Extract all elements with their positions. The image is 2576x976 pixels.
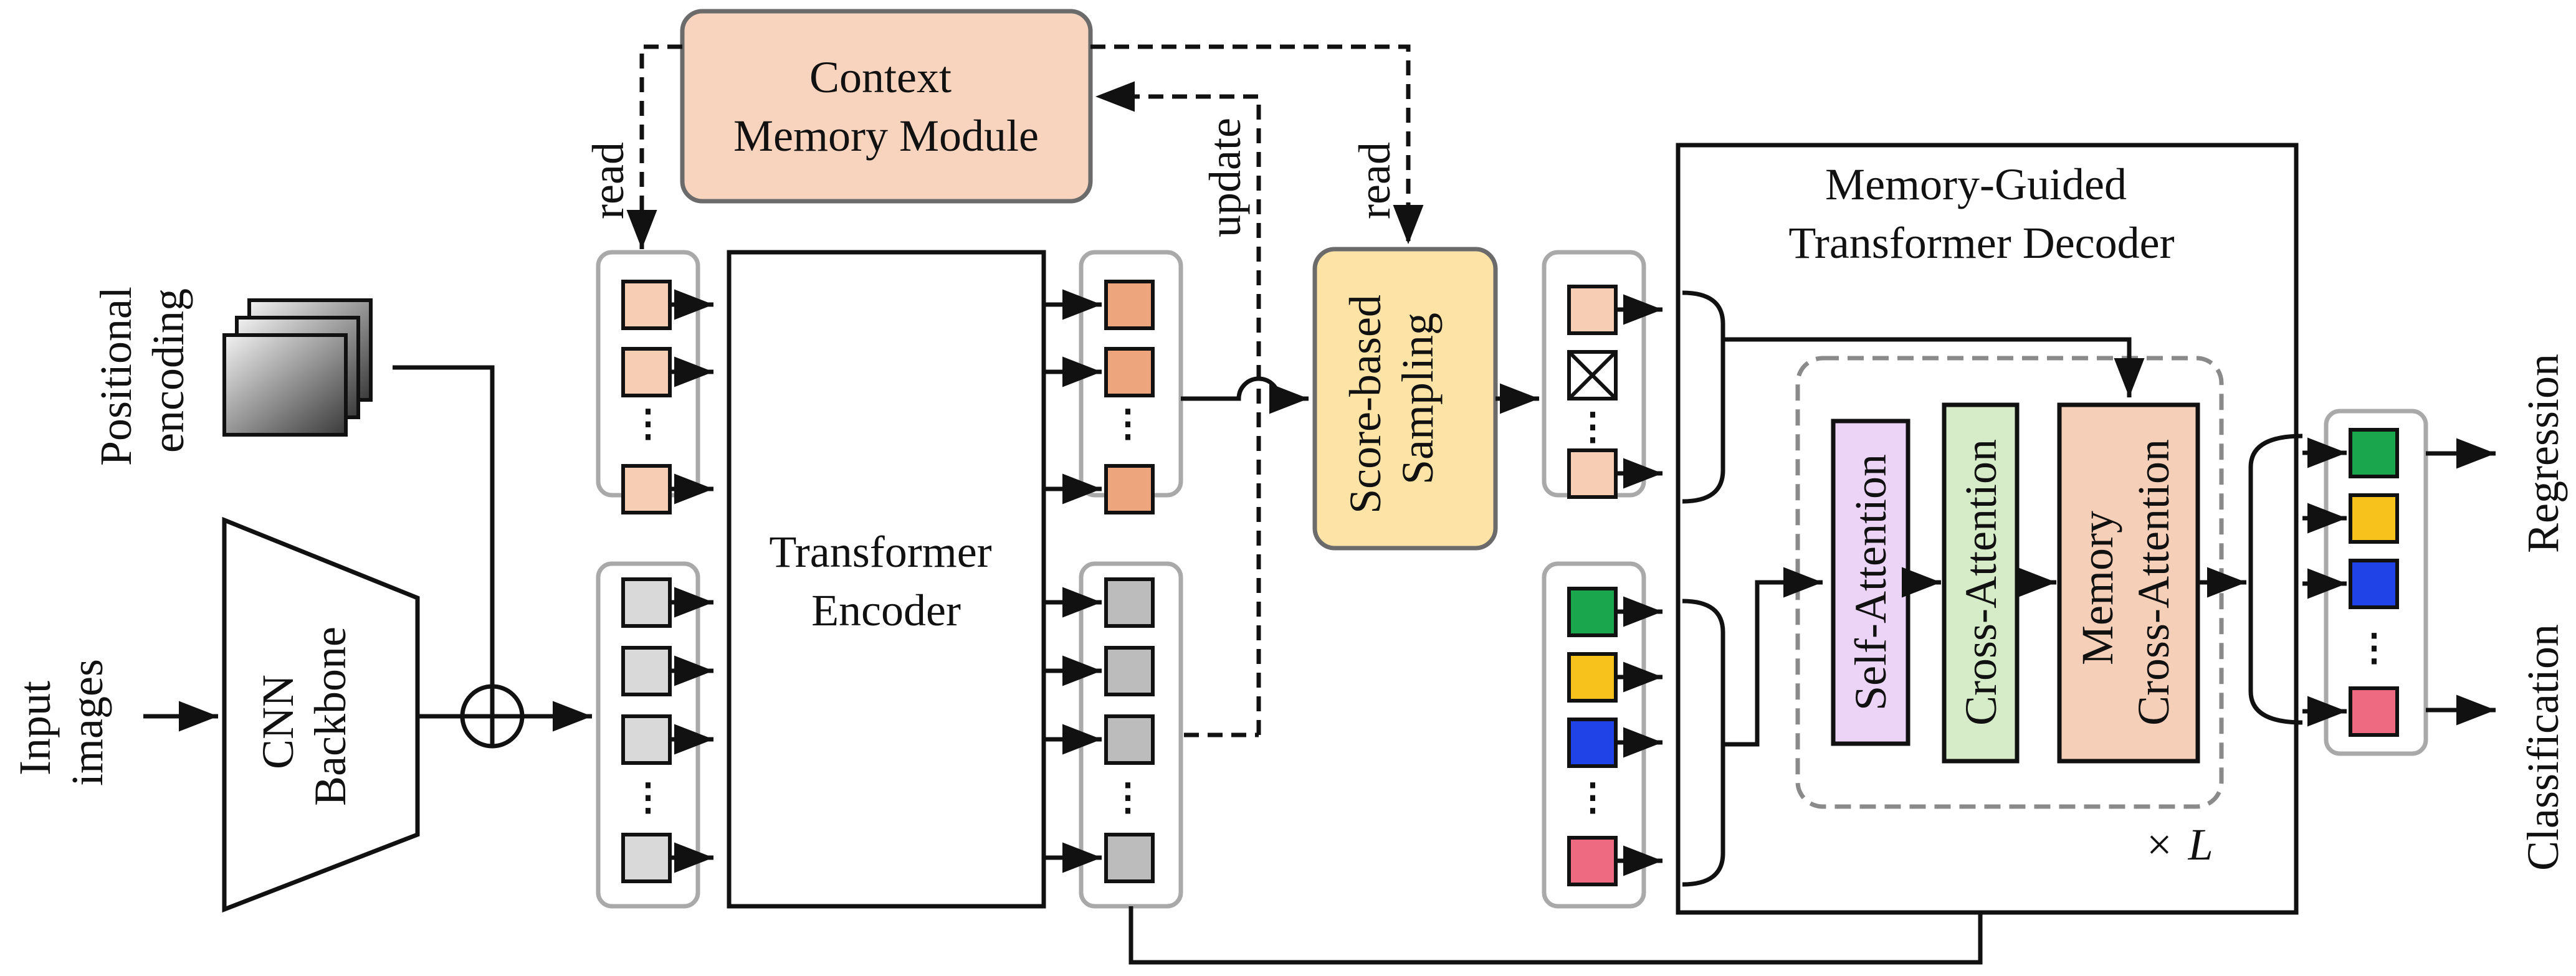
- sampled-memory-tokens: [1567, 285, 1662, 499]
- context-memory-label: Context Memory Module: [733, 52, 1039, 161]
- read-left-dashed-arrow: [626, 44, 682, 249]
- input-images-label: Input images: [10, 659, 112, 786]
- feature-ellipsis-output: ⋮: [1109, 777, 1147, 818]
- sampled-memory-ellipsis: ⋮: [1574, 406, 1611, 447]
- score-based-sampling-label: Score-based Sampling: [1340, 283, 1443, 514]
- query-token: [1567, 587, 1618, 637]
- positional-line: [393, 365, 495, 686]
- memory-ellipsis-input: ⋮: [629, 403, 667, 444]
- feature-token: [621, 646, 672, 696]
- memory-token-list-output: [1044, 280, 1155, 514]
- self-attention-block: [1831, 419, 1911, 746]
- memory-to-memory-cross-arrow: [1723, 337, 2145, 397]
- memory-token: [621, 464, 672, 514]
- output-brace: [2248, 434, 2303, 725]
- query-token-list: [1567, 587, 1662, 886]
- query-ellipsis: ⋮: [1574, 777, 1611, 818]
- self-attention-label: Self-Attention: [1846, 454, 1896, 711]
- cnn-backbone-block: [222, 516, 420, 913]
- memory-token: [621, 347, 672, 397]
- query-to-self-attention-arrow: [1723, 567, 1823, 747]
- memory-token-list-input: [621, 280, 713, 514]
- feature-token-list-output: [1044, 577, 1155, 883]
- query-token: [1567, 718, 1618, 768]
- classification-label: Classification: [2518, 624, 2568, 871]
- encoded-feature-token: [1104, 833, 1155, 883]
- positional-encoding-label: Positional encoding: [91, 275, 193, 466]
- feature-token: [621, 714, 672, 765]
- memory-to-sampling-arrow: [1181, 376, 1309, 414]
- cnn-backbone-label: CNN Backbone: [253, 627, 355, 806]
- masked-token-icon: [1567, 350, 1618, 400]
- memory-brace: [1682, 290, 1725, 504]
- output-ellipsis: ⋮: [2355, 627, 2393, 668]
- feature-token: [621, 833, 672, 883]
- encoded-memory-token: [1104, 280, 1155, 330]
- context-memory-module: [680, 9, 1093, 204]
- output-token: [2349, 428, 2399, 478]
- cross-attention-block: [1942, 402, 2020, 764]
- positional-encoding-icon: [222, 298, 373, 437]
- output-token: [2349, 686, 2399, 737]
- memory-cross-attention-label: Memory Cross-Attention: [2073, 439, 2178, 726]
- transformer-encoder-label: Transformer Encoder: [769, 527, 1003, 635]
- decoder-title: Memory-Guided Transformer Decoder: [1788, 159, 2174, 268]
- read-right-dashed-arrow: [1090, 44, 1424, 244]
- read-right-label: read: [1350, 142, 1400, 219]
- query-token: [1567, 836, 1618, 886]
- output-token-list: [2302, 428, 2399, 737]
- memory-token: [621, 280, 672, 330]
- feature-ellipsis-input: ⋮: [629, 777, 667, 818]
- encoded-memory-token: [1104, 347, 1155, 397]
- update-label: update: [1200, 118, 1250, 237]
- add-operator-icon: [460, 684, 525, 749]
- encoded-feature-token: [1104, 646, 1155, 696]
- output-token: [2349, 493, 2399, 544]
- read-left-label: read: [583, 142, 633, 219]
- feature-token-list-input: [621, 577, 713, 883]
- output-token: [2349, 559, 2399, 609]
- repeat-label: × L: [2147, 820, 2213, 869]
- encoded-memory-token: [1104, 464, 1155, 514]
- encoded-feature-token: [1104, 714, 1155, 765]
- feature-token: [621, 577, 672, 628]
- update-dashed-line: [1095, 81, 1261, 735]
- regression-label: Regression: [2518, 354, 2568, 553]
- cross-attention-label: Cross-Attention: [1956, 439, 2006, 726]
- memory-ellipsis-output: ⋮: [1109, 403, 1147, 444]
- transformer-encoder-block: [727, 250, 1046, 909]
- encoded-feature-token: [1104, 577, 1155, 628]
- query-token: [1567, 652, 1618, 703]
